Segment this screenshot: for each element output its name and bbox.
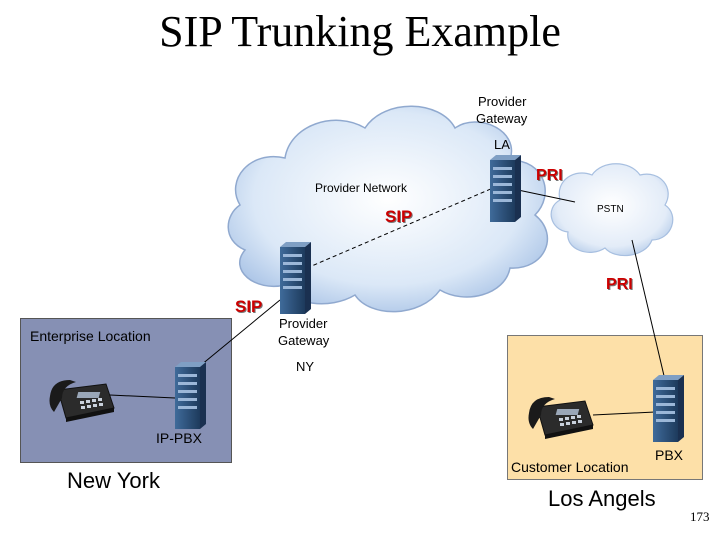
server-icon	[490, 155, 521, 222]
pri-line-pstn-pbx	[632, 240, 665, 380]
slide-number: 173	[690, 509, 710, 525]
ny-site-label: NY	[296, 359, 314, 374]
pbx-label: PBX	[655, 447, 683, 463]
phone-icon	[529, 397, 594, 439]
server-icon	[653, 375, 684, 442]
customer-location-label: Customer Location	[511, 459, 629, 475]
la-site-label: LA	[494, 137, 510, 152]
sip-label-cloud: SIP	[385, 207, 412, 227]
los-angels-label: Los Angels	[548, 486, 656, 512]
server-icon	[280, 242, 311, 314]
slide-title: SIP Trunking Example	[0, 6, 720, 57]
server-icon	[175, 362, 206, 429]
phone-icon	[50, 380, 115, 422]
pri-label-right: PRI	[606, 276, 633, 294]
la-gateway-label-line1: Provider	[478, 94, 526, 109]
sip-label-left: SIP	[235, 297, 262, 317]
pstn-label: PSTN	[597, 204, 624, 215]
new-york-label: New York	[67, 468, 160, 494]
enterprise-location-label: Enterprise Location	[30, 328, 151, 344]
phone-line-ny	[110, 395, 175, 398]
la-gateway-label-line2: Gateway	[476, 111, 527, 126]
phone-line-la	[593, 412, 655, 415]
ip-pbx-label: IP-PBX	[156, 430, 202, 446]
ny-gateway-label-line1: Provider	[279, 316, 327, 331]
pri-label-top: PRI	[536, 167, 563, 185]
ny-gateway-label-line2: Gateway	[278, 333, 329, 348]
provider-network-label: Provider Network	[315, 181, 407, 195]
